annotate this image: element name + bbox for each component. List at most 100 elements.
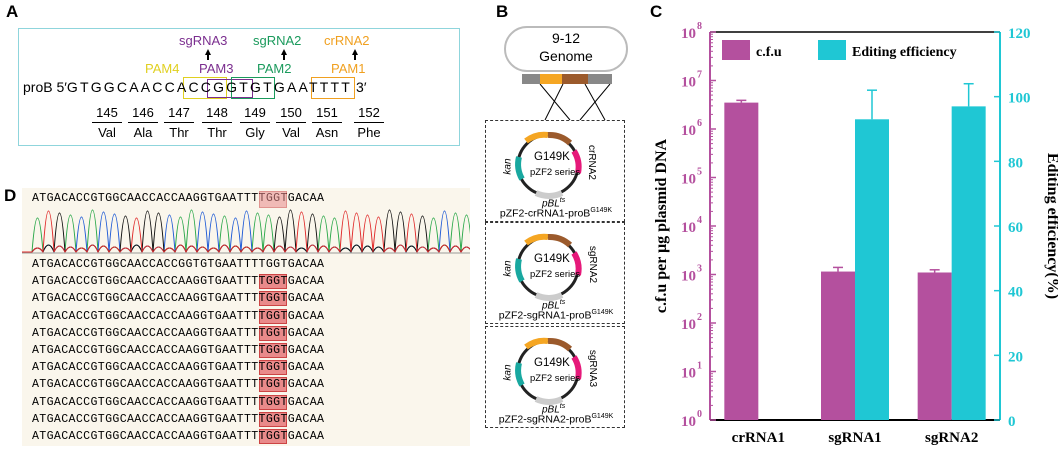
mutation-highlight [259,274,287,290]
crrna2-arrow [352,49,358,55]
genome-orange-segment [540,74,562,84]
crrna2-arrow-shaft [354,54,356,60]
plasmid-map [515,131,582,199]
sequence-row: ATGACACCGTGGCAACCACCAAGGTGAATTTTGGTGACAA [32,310,324,323]
left-tick-exponent: 7 [697,70,702,81]
right-tick-label: 0 [1008,414,1016,430]
sequence-pre: ATGACACCGTGGCAACCACC [32,292,179,306]
codon-number: 152 [358,105,380,120]
codon-underline [354,122,384,123]
sequence-mid: AAG [178,395,201,409]
left-tick-exponent: 5 [697,167,702,178]
left-tick-exponent: 1 [697,361,702,372]
sgrna3-tag: sgRNA3 [179,33,228,48]
plasmid-name: pZF2 series [530,373,581,384]
cfu-bar [724,102,759,420]
legend-label-efficiency: Editing efficiency [852,45,957,60]
sequence-post: GTGAATTTTGGTGACAA [200,275,325,289]
sequence-pre: ATGACACCGTGGCAACCACC [32,275,179,289]
sequence-post: GTGAATTTTGGTGACAA [200,395,325,409]
sequence-mid: AAG [178,309,201,323]
pbl-sup: ts [559,299,566,306]
right-tick-label: 60 [1008,220,1023,236]
plasmid-map [515,233,582,301]
pam1-tag: PAM1 [331,61,366,76]
cfu-bar [821,271,855,420]
plasmid-insert: G149K [534,357,570,369]
codon-number: 151 [316,105,338,120]
sequence-pre: ATGACACCGTGGCAACCACC [32,430,179,443]
plasmid-caption-sup: G149K [591,309,614,316]
sequence-pre: ATGACACCGTGGCAACCACC [32,361,179,375]
mutation-highlight [259,325,287,341]
sequence-post: GTGAATTTTGGTGACAA [200,344,325,357]
codon-underline [276,122,306,123]
sequence-pre: ATGACACCGTGGCAACCACC [32,412,179,426]
sequence-row: ATGACACCGTGGCAACCACCAAGGTGAATTTTGGTGACAA [32,361,324,374]
panel-label-c: C [650,2,663,21]
left-tick-exponent: 2 [697,312,702,323]
plasmid-name: pZF2 series [530,167,581,178]
sequence-row: ATGACACCGTGGCAACCACCAAGGTGAATTTTGGTGACAA [32,327,324,340]
codon-number: 148 [206,105,228,120]
amino-acid: Thr [207,125,227,140]
right-tick-label: 120 [1008,26,1031,42]
codon-underline [202,122,232,123]
genome-label-1: 9-12 [551,30,581,46]
mutation-highlight [259,429,287,444]
sequence-mid: AAG [178,378,201,392]
seq-part-e: TGT [239,79,274,95]
amino-acid: Asn [315,125,339,140]
genome-label-2: Genome [539,48,593,64]
right-tick-label: 40 [1008,285,1023,301]
legend-swatch-cfu [722,40,750,60]
codon-number: 150 [280,105,302,120]
left-tick-label: 10 [681,26,696,42]
seq-part-b: CCA [152,79,189,95]
seq-part-a: GTGGCAA [66,79,153,95]
plasmid-caption-sup: G149K [590,207,613,214]
panel-label-a: A [6,2,19,21]
kan-label: kan [502,364,514,381]
sequence-row: ATGACACCGTGGCAACCACCAAGGTGAATTTTGGTGACAA [32,430,324,443]
sequence-row: ATGACACCGTGGCAACCACCAAGGTGAATTTTGGTGACAA [32,396,324,409]
sequence-post: GTGAATTTTGGTGACAA [200,292,325,306]
panel-label-b: B [496,2,509,21]
right-tick-label: 100 [1008,91,1031,107]
category-label: crRNA1 [732,430,785,446]
amino-acid: Val [98,125,116,140]
codon-underline [92,122,122,123]
left-tick-label: 10 [681,317,696,333]
sequence-pre: ATGACACCGTGGCAACCACC [32,395,179,409]
seq-part-g: TTTT [309,79,353,95]
sequence-pre: ATGACACCGTGGCAACCACC [32,344,179,357]
left-tick-label: 10 [681,172,696,188]
sequence-mid: AAG [178,430,201,443]
plasmid-caption-text: pZF2-sgRNA2-proB [498,413,592,426]
pbl-label: pBLts [542,299,565,311]
efficiency-bar [951,106,986,420]
pbl-text: pBL [542,300,560,312]
plasmid-map [515,337,582,405]
left-tick-label: 10 [681,414,696,430]
left-tick-label: 10 [681,269,696,285]
amino-acid: Val [282,125,300,140]
pam4-tag: PAM4 [145,61,180,76]
codon-underline [164,122,194,123]
panel-label-d: D [4,186,17,205]
left-tick-exponent: 4 [697,215,702,226]
seq-prefix: proB 5′ [23,79,67,95]
kan-label: kan [502,158,514,175]
pbl-label: pBLts [542,197,565,209]
sequence-row: ATGACACCGTGGCAACCACCAAGGTGAATTTTGGTGACAA [32,275,324,288]
category-label: sgRNA2 [925,430,978,446]
left-tick-label: 10 [681,75,696,91]
sequence-post: GTGAATTTTGGTGACAA [200,326,325,340]
sequence-post: GTGAATTTTGGTGACAA [200,258,325,271]
sequence-mid: AAG [178,326,201,340]
plasmid-caption-sup: G149K [591,413,614,420]
left-tick-label: 10 [681,366,696,382]
